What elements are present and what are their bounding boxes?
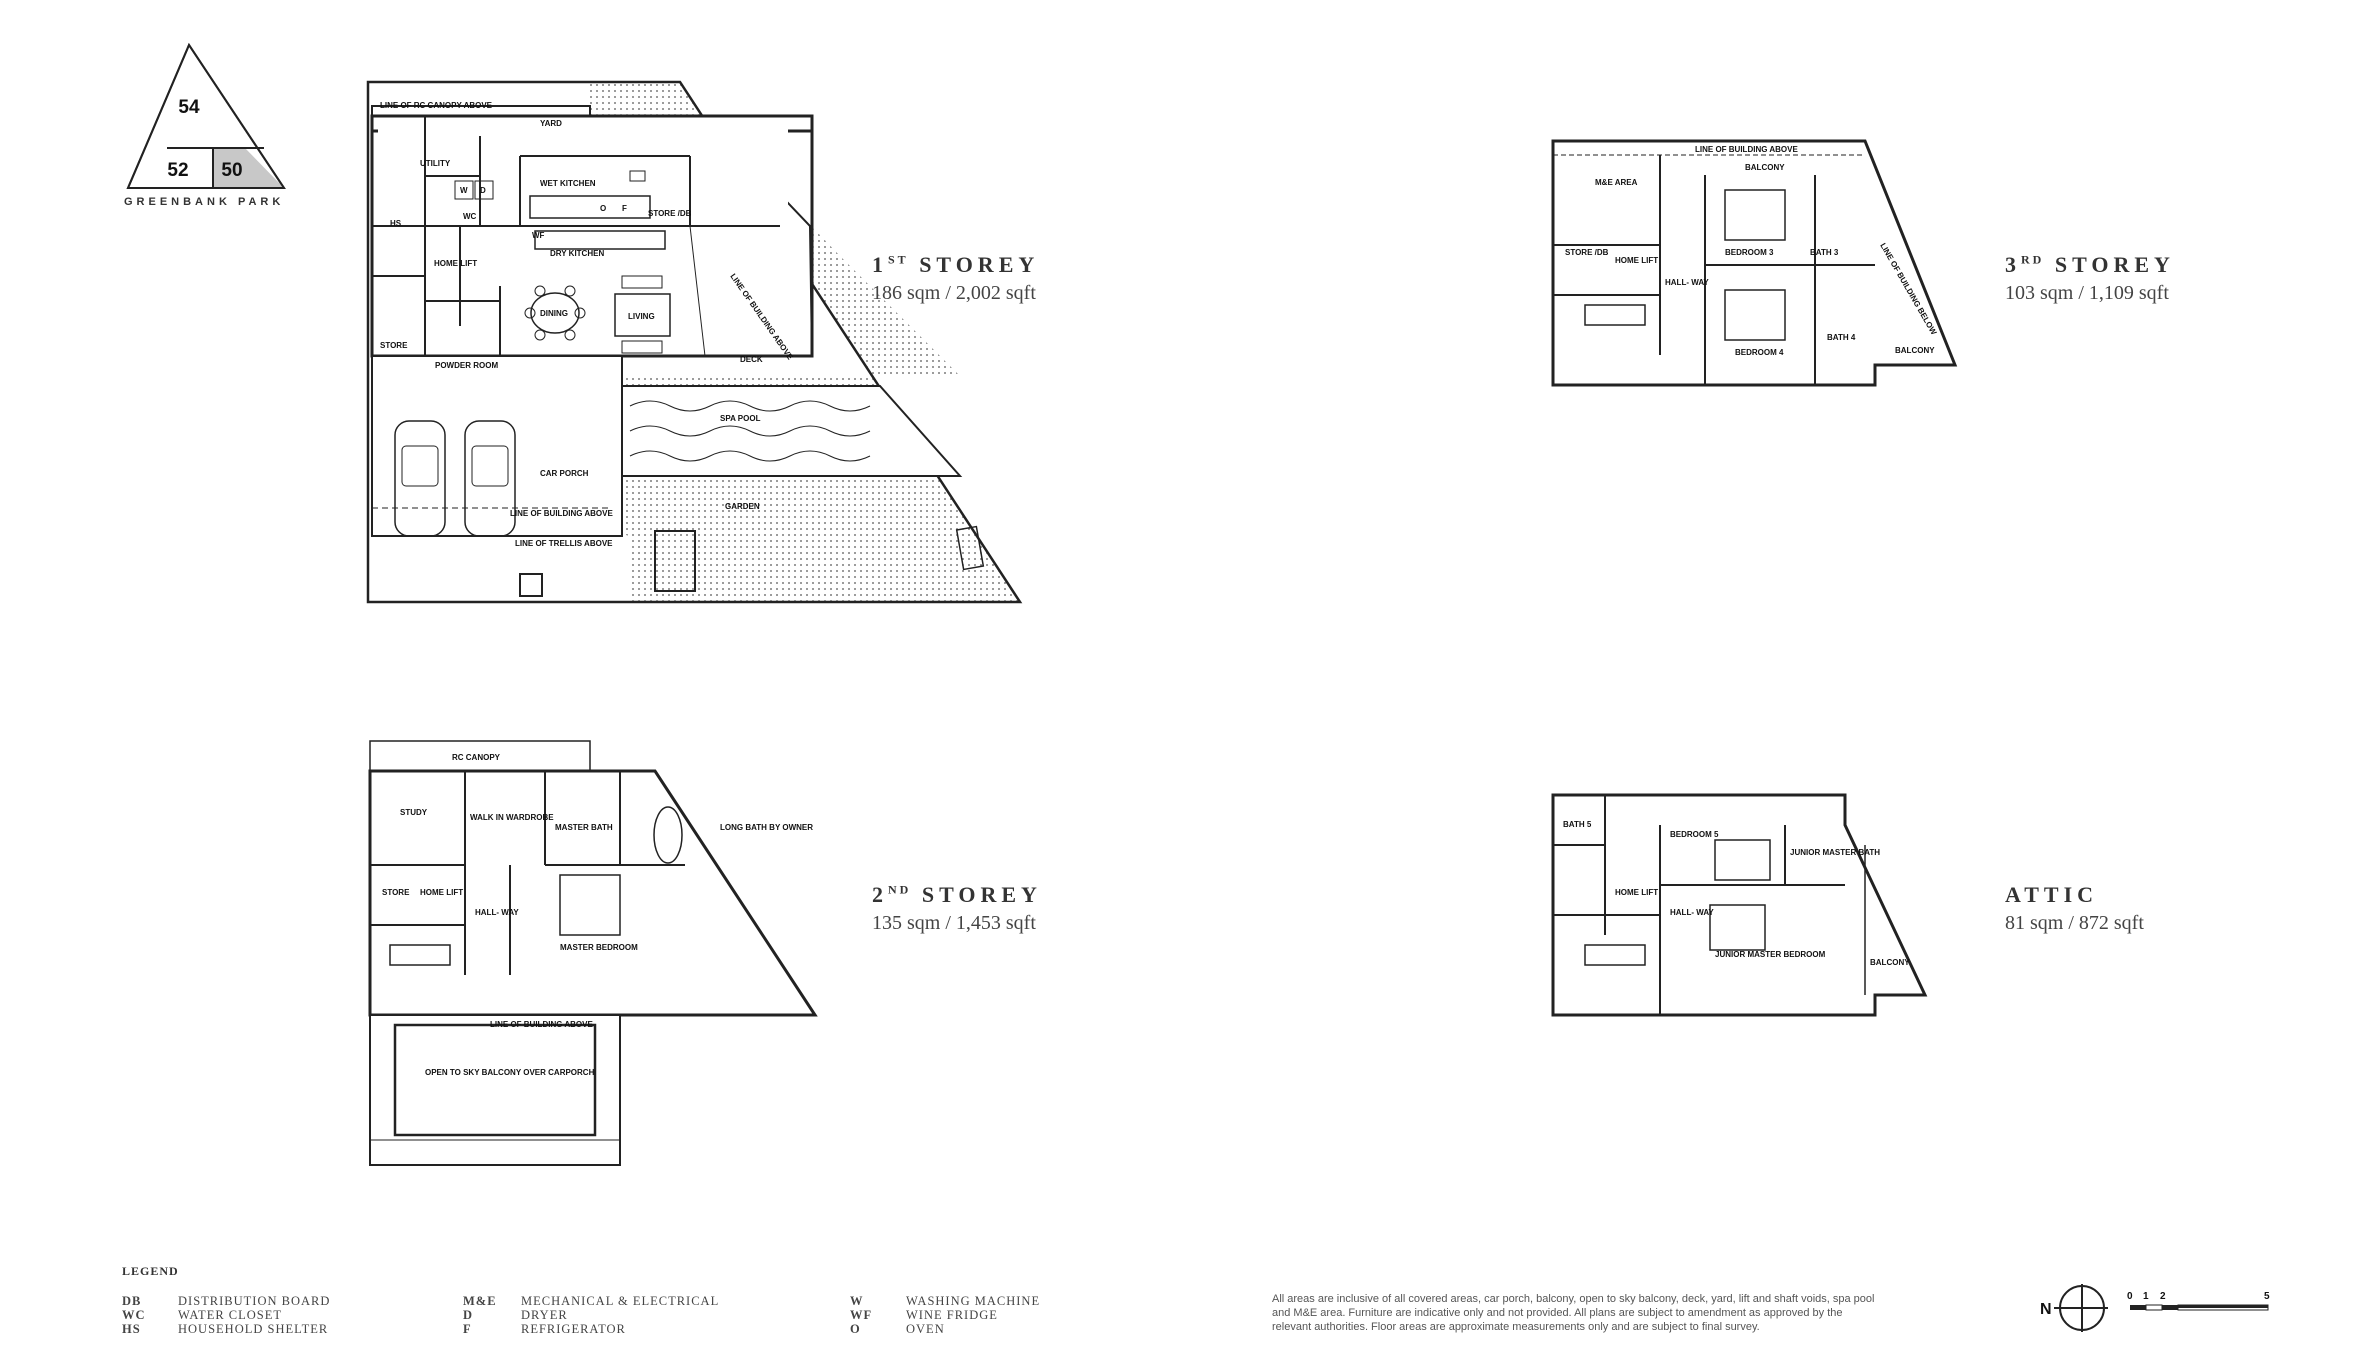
disclaimer-line-1: All areas are inclusive of all covered a… [1272,1293,1875,1305]
floor-plan-2nd-storey: RC CANOPY STUDY WALK IN WARDROBE MASTER … [368,740,818,1166]
label-utility: UTILITY [420,159,451,168]
label-balcony-4: BALCONY [1870,958,1910,967]
label-walk-in-wardrobe: WALK IN WARDROBE [470,813,554,822]
label-building-above-3: LINE OF BUILDING ABOVE [1695,145,1798,154]
label-car-porch: CAR PORCH [540,469,589,478]
label-home-lift-2: HOME LIFT [420,888,463,897]
label-store-db: STORE /DB [648,209,692,218]
label-yard: YARD [540,119,562,128]
label-canopy: LINE OF RC CANOPY ABOVE [380,101,493,110]
label-hallway-3: HALL- WAY [1665,278,1709,287]
disclaimer: All areas are inclusive of all covered a… [1272,1292,1912,1334]
label-bath3: BATH 3 [1810,248,1839,257]
floor-plan-3rd-storey: LINE OF BUILDING ABOVE BALCONY M&E AREA … [1551,139,1958,387]
floor-plan-1st-storey: LINE OF RC CANOPY ABOVE YARD UTILITY W D… [366,80,1023,604]
label-me-area: M&E AREA [1595,178,1638,187]
storey-2-heading: 2ND STOREY 135 sqm / 1,453 sqft [872,882,1042,934]
label-rc-canopy: RC CANOPY [452,753,501,762]
disclaimer-line-2: and M&E area. Furniture are indicative o… [1272,1307,1843,1319]
label-open-to-sky: OPEN TO SKY BALCONY OVER CARPORCH [425,1068,595,1077]
storey-3-heading: 3RD STOREY 103 sqm / 1,109 sqft [2005,252,2175,304]
label-study: STUDY [400,808,428,817]
scale-tick-0: 0 [2127,1291,2133,1302]
label-o: O [600,204,606,213]
label-long-bath: LONG BATH BY OWNER [720,823,813,832]
site-key-caption: GREENBANK PARK [124,196,285,208]
scale-tick-5: 5 [2264,1291,2270,1302]
label-trellis-above: LINE OF TRELLIS ABOVE [515,539,613,548]
label-bedroom4: BEDROOM 4 [1735,348,1784,357]
storey-1-area: 186 sqm / 2,002 sqft [872,282,1036,304]
label-living: LIVING [628,312,655,321]
site-key: 54 52 50 [126,42,286,189]
label-wc: WC [463,212,477,221]
label-deck: DECK [740,355,763,364]
site-key-50: 50 [221,160,242,181]
floor-plan-attic: BATH 5 BEDROOM 5 JUNIOR MASTER BATH HOME… [1551,793,1928,1017]
north-arrow-icon: N [2040,1284,2108,1332]
label-garden: GARDEN [725,502,760,511]
legend-title: LEGEND [122,1264,179,1278]
scale-bar: 0 1 2 5 [2127,1291,2270,1311]
label-store-2: STORE [382,888,410,897]
attic-area: 81 sqm / 872 sqft [2005,912,2144,934]
label-store: STORE [380,341,408,350]
label-home-lift: HOME LIFT [434,259,477,268]
label-store-db-3: STORE /DB [1565,248,1609,257]
site-key-52: 52 [167,160,188,181]
label-building-above-2: LINE OF BUILDING ABOVE [490,1020,593,1029]
north-letter: N [2040,1301,2052,1318]
label-bath4: BATH 4 [1827,333,1856,342]
storey-3-area: 103 sqm / 1,109 sqft [2005,282,2169,304]
label-powder-room: POWDER ROOM [435,361,498,370]
site-key-54: 54 [178,97,200,118]
storey-1-heading: 1ST STOREY 186 sqm / 2,002 sqft [872,252,1040,304]
storey-2-area: 135 sqm / 1,453 sqft [872,912,1036,934]
label-building-above: LINE OF BUILDING ABOVE [510,509,613,518]
label-bedroom3: BEDROOM 3 [1725,248,1774,257]
label-junior-master-bedroom: JUNIOR MASTER BEDROOM [1715,950,1826,959]
label-wf: WF [532,231,545,240]
label-master-bedroom: MASTER BEDROOM [560,943,638,952]
label-balcony-3b: BALCONY [1895,346,1935,355]
scale-tick-1: 1 [2143,1291,2149,1302]
label-dining: DINING [540,309,568,318]
label-hs: HS [390,219,402,228]
label-w: W [460,186,468,195]
label-home-lift-4: HOME LIFT [1615,888,1658,897]
label-master-bath: MASTER BATH [555,823,613,832]
label-junior-master-bath: JUNIOR MASTER BATH [1790,848,1880,857]
label-dry-kitchen: DRY KITCHEN [550,249,604,258]
label-hallway-2: HALL- WAY [475,908,519,917]
label-bath5: BATH 5 [1563,820,1592,829]
label-hallway-4: HALL- WAY [1670,908,1714,917]
label-f: F [622,204,627,213]
label-d: D [480,186,486,195]
label-home-lift-3: HOME LIFT [1615,256,1658,265]
label-spa-pool: SPA POOL [720,414,761,423]
scale-tick-2: 2 [2160,1291,2166,1302]
label-bedroom5: BEDROOM 5 [1670,830,1719,839]
label-balcony-3: BALCONY [1745,163,1785,172]
disclaimer-line-3: relevant authorities. Floor areas are ap… [1272,1321,1760,1333]
label-wet-kitchen: WET KITCHEN [540,179,596,188]
attic-heading: ATTIC 81 sqm / 872 sqft [2005,882,2144,934]
